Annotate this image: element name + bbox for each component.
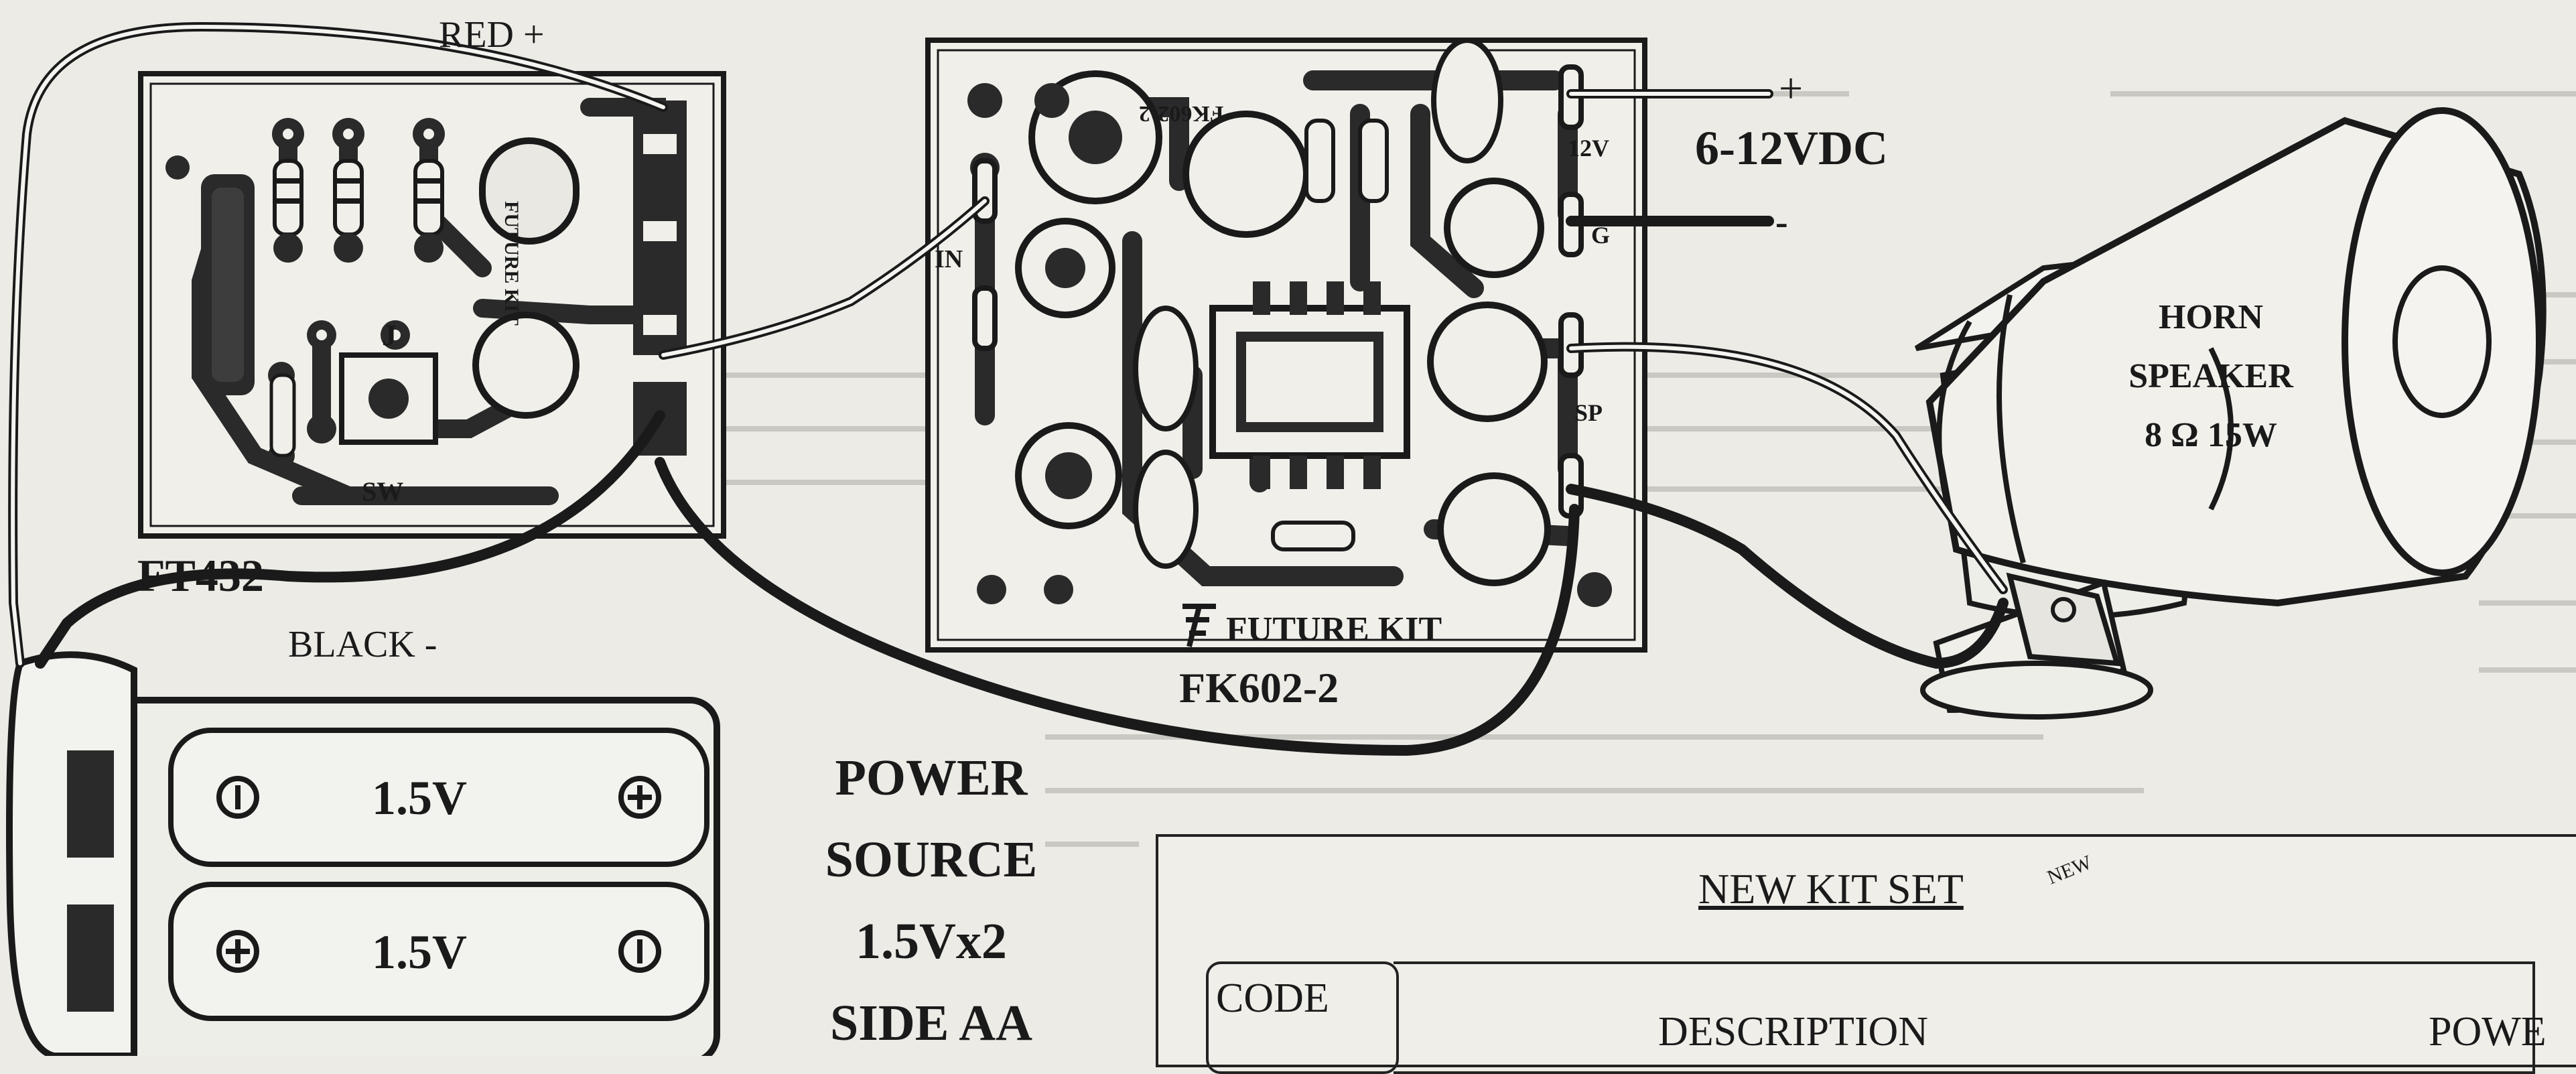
wires: [8, 21, 2009, 756]
battery-1-label: 1.5V: [372, 771, 467, 825]
horn-line-1: HORN: [2159, 298, 2263, 336]
red-wire-label: RED +: [439, 14, 545, 56]
future-kit-logo-icon: [1182, 604, 1216, 647]
fk602-2-board: [925, 38, 1647, 653]
horn-speaker-label: HORN SPEAKER 8 Ω 15W: [2110, 288, 2311, 465]
power-header-label: POWE: [2429, 1009, 2547, 1055]
horn-speaker: [1914, 107, 2547, 720]
plus-terminal-label: +: [1779, 64, 1804, 112]
battery-holder: [6, 651, 720, 1056]
description-header-label: DESCRIPTION: [1658, 1009, 1929, 1055]
fk602-2-silkscreen: FK602-2: [1139, 101, 1224, 126]
power-source-label: POWER SOURCE 1.5Vx2 SIDE AA: [791, 737, 1072, 1064]
sw-label: SW: [362, 476, 404, 507]
power-line-4: SIDE AA: [830, 995, 1032, 1051]
power-line-2: SOURCE: [825, 831, 1038, 888]
future-kit-board1-silkscreen: FUTURE KIT: [500, 201, 523, 326]
fk602-2-label: FK602-2: [1179, 664, 1339, 712]
supply-voltage-label: 6-12VDC: [1695, 121, 1888, 175]
sp-label: SP: [1574, 399, 1603, 426]
battery-2-label: 1.5V: [372, 925, 467, 979]
horn-line-2: SPEAKER: [2128, 357, 2293, 395]
minus-terminal-label: -: [1775, 202, 1788, 243]
description-column-header: [1394, 961, 2535, 1074]
j-label: J: [382, 319, 397, 352]
ft432-board: [138, 71, 726, 539]
future-kit-silkscreen: FUTURE KIT: [1226, 610, 1442, 649]
new-kit-set-table: [1156, 834, 2576, 1067]
12v-label: 12V: [1568, 135, 1609, 161]
code-header-label: CODE: [1216, 976, 1329, 1021]
table-title: NEW KIT SET: [1698, 865, 1964, 913]
ft432-label: FT432: [137, 550, 264, 601]
g-label: G: [1591, 222, 1611, 249]
black-wire-label: BLACK -: [288, 624, 437, 665]
power-line-1: POWER: [835, 750, 1028, 806]
horn-line-3: 8 Ω 15W: [2145, 416, 2277, 454]
in-label: IN: [935, 245, 963, 273]
power-line-3: 1.5Vx2: [856, 913, 1007, 969]
